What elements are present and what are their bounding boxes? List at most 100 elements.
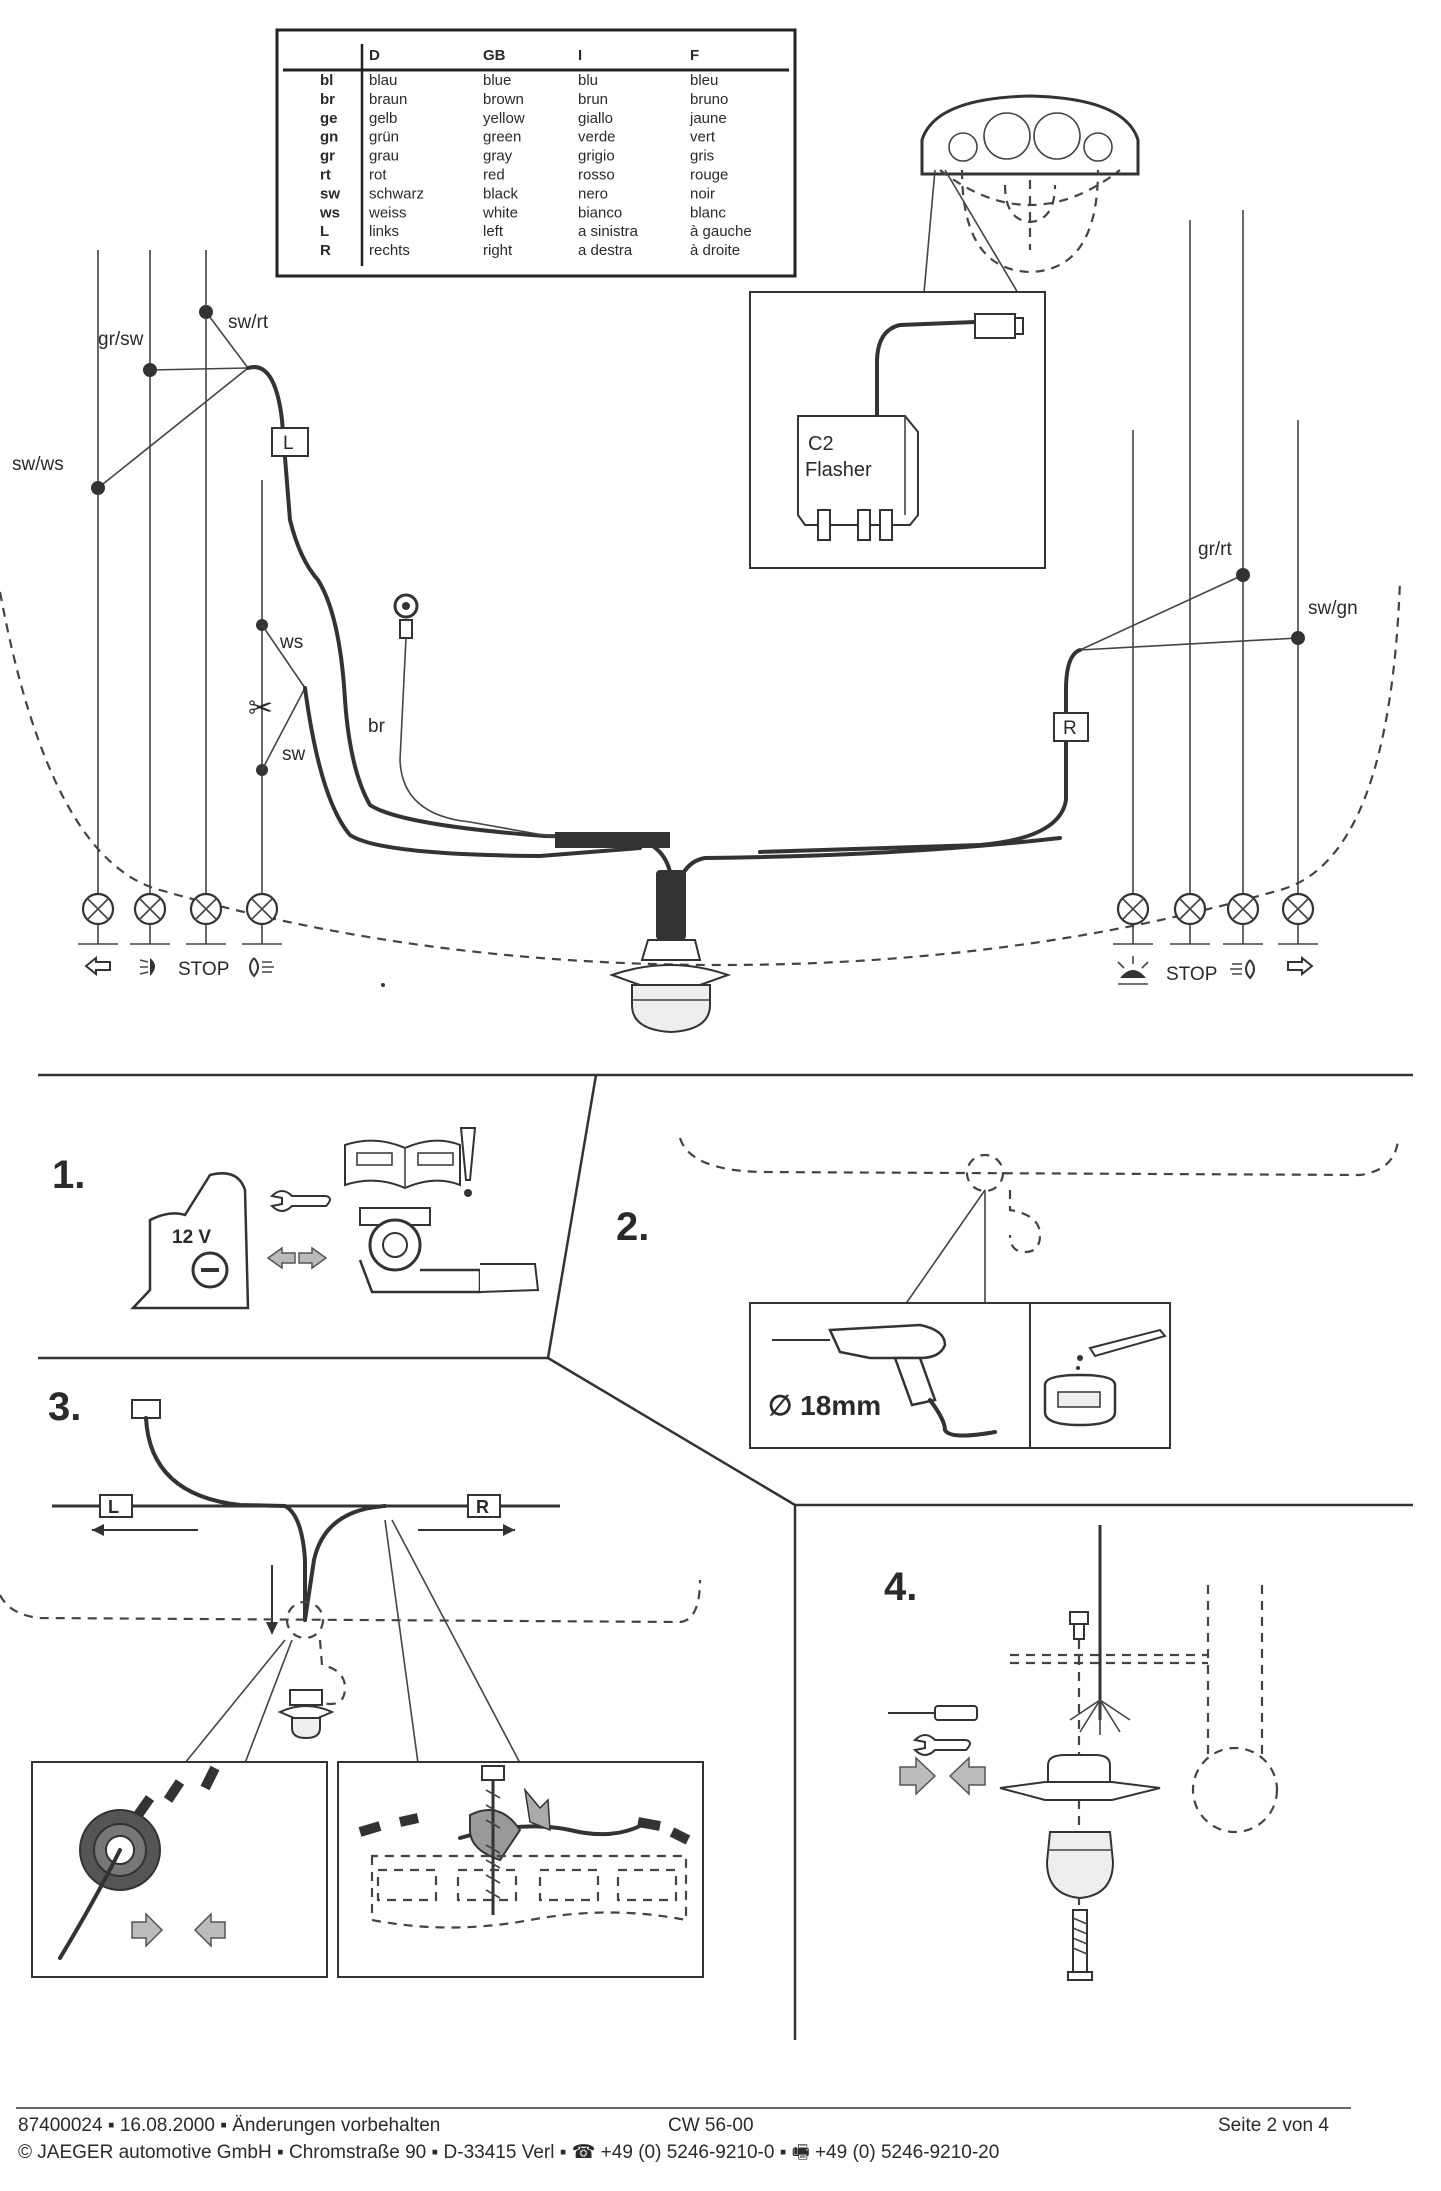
wire-label-gr-sw: gr/sw xyxy=(98,329,144,350)
connector-left-label: L xyxy=(283,433,294,454)
stop-label-right: STOP xyxy=(1166,964,1217,985)
step-4-number: 4. xyxy=(884,1565,917,1609)
legend-it: bianco xyxy=(578,204,622,221)
wrench-icon xyxy=(269,1190,331,1212)
legend-en: green xyxy=(483,129,521,146)
battery-voltage-label: 12 V xyxy=(172,1227,211,1248)
step-1-number: 1. xyxy=(52,1153,85,1197)
step-3-number: 3. xyxy=(48,1385,81,1429)
stop-label-left: STOP xyxy=(178,959,229,980)
step-3: 3. L R xyxy=(0,1385,704,1978)
turn-right-arrow-icon xyxy=(1287,955,1314,977)
lamp-symbol xyxy=(1278,892,1318,945)
footer-company-line: © JAEGER automotive GmbH ▪ Chromstraße 9… xyxy=(18,2142,999,2163)
connector-right-label: R xyxy=(1063,718,1077,739)
legend-fr: à gauche xyxy=(690,223,752,240)
legend-it: blu xyxy=(578,72,598,89)
legend-code: ws xyxy=(319,204,340,221)
flasher-relay: C2 Flasher xyxy=(797,415,919,541)
left-harness: ✂ L gr/sw sw/rt sw/ws ws sw br xyxy=(12,250,642,910)
legend-fr: bleu xyxy=(690,72,718,89)
wire-label-gr-rt: gr/rt xyxy=(1198,539,1233,560)
lamp-symbol xyxy=(1170,892,1210,945)
step-1: 1. 12 V xyxy=(52,1127,540,1310)
legend-code: L xyxy=(320,223,329,240)
turn-left-arrow-icon xyxy=(84,955,111,977)
legend-it: giallo xyxy=(578,110,613,127)
legend-code: gr xyxy=(320,148,335,165)
legend-fr: gris xyxy=(690,148,714,165)
legend-en: white xyxy=(482,204,518,221)
legend-en: brown xyxy=(483,91,524,108)
legend-en: black xyxy=(483,185,519,202)
lamp-row-right: STOP xyxy=(1113,892,1318,985)
footer-doc-line: 87400024 ▪ 16.08.2000 ▪ Änderungen vorbe… xyxy=(18,2115,440,2136)
legend-de: weiss xyxy=(368,204,407,221)
legend-code: br xyxy=(320,91,335,108)
legend-fr: bruno xyxy=(690,91,728,108)
legend-it: verde xyxy=(578,129,616,146)
cable-clip-detail xyxy=(358,1765,691,1929)
legend-it: a sinistra xyxy=(578,223,639,240)
legend-code: sw xyxy=(320,185,340,202)
legend-code: ge xyxy=(320,110,338,127)
legend-header-i: I xyxy=(578,47,582,64)
legend-header-f: F xyxy=(690,47,699,64)
battery-terminal-clamp-icon xyxy=(358,1207,540,1294)
legend-en: left xyxy=(483,223,504,240)
warning-exclamation-icon xyxy=(459,1127,477,1181)
legend-it: rosso xyxy=(578,167,615,184)
flasher-label-line1: C2 xyxy=(808,433,834,455)
legend-en: yellow xyxy=(483,110,525,127)
legend-fr: rouge xyxy=(690,167,728,184)
dashboard-indicator-panel xyxy=(920,94,1140,274)
lamp-symbol xyxy=(1113,892,1153,945)
reverse-light-icon xyxy=(249,957,274,978)
disconnect-arrows-icon xyxy=(266,1246,328,1270)
wire-label-sw-rt: sw/rt xyxy=(228,312,269,333)
wire-label-sw-ws: sw/ws xyxy=(12,454,64,475)
drill-diameter-label: ∅ 18mm xyxy=(768,1390,881,1421)
reverse-light-icon-right xyxy=(1230,959,1255,980)
screw-nut-icon xyxy=(1069,1611,1089,1640)
legend-de: rechts xyxy=(369,242,410,259)
lamp-row-left: STOP xyxy=(78,892,282,980)
wire-label-ws: ws xyxy=(279,632,303,653)
legend-de: links xyxy=(369,223,399,240)
legend-code: bl xyxy=(320,72,333,89)
scissors-icon: ✂ xyxy=(248,692,273,725)
step3-connector-left: L xyxy=(108,1497,119,1517)
legend-code: R xyxy=(320,242,331,259)
step3-connector-right: R xyxy=(476,1497,489,1517)
legend-en: gray xyxy=(483,148,513,165)
flasher-detail-box: C2 Flasher xyxy=(749,169,1046,569)
legend-fr: à droite xyxy=(690,242,740,259)
legend-fr: blanc xyxy=(690,204,726,221)
legend-de: braun xyxy=(369,91,407,108)
lamp-symbol xyxy=(1223,892,1263,945)
screwdriver-icon xyxy=(888,1705,978,1721)
legend-de: grün xyxy=(369,129,399,146)
step-dividers xyxy=(38,1073,1413,2040)
footer-model: CW 56-00 xyxy=(668,2115,754,2136)
wire-label-br: br xyxy=(368,716,386,737)
color-legend-table: D GB I F bl blau blue blu bleu br braun brown br… xyxy=(275,28,797,278)
lamp-symbol xyxy=(186,892,226,945)
legend-en: blue xyxy=(483,72,511,89)
socket-small-icon xyxy=(277,1689,335,1740)
drill-icon xyxy=(772,1323,997,1438)
legend-de: schwarz xyxy=(369,185,424,202)
legend-fr: noir xyxy=(690,185,715,202)
legend-header-gb: GB xyxy=(483,47,506,64)
legend-de: blau xyxy=(369,72,397,89)
legend-header-d: D xyxy=(369,47,380,64)
legend-fr: jaune xyxy=(689,110,727,127)
step-2-number: 2. xyxy=(616,1205,649,1249)
license-plate-light-icon xyxy=(1117,956,1149,985)
legend-it: brun xyxy=(578,91,608,108)
grommet-detail xyxy=(58,1765,226,1960)
trailer-socket-icon xyxy=(608,939,732,1034)
legend-fr: vert xyxy=(690,129,716,146)
footer: 87400024 ▪ 16.08.2000 ▪ Änderungen vorbe… xyxy=(16,2107,1351,2163)
legend-en: right xyxy=(483,242,513,259)
